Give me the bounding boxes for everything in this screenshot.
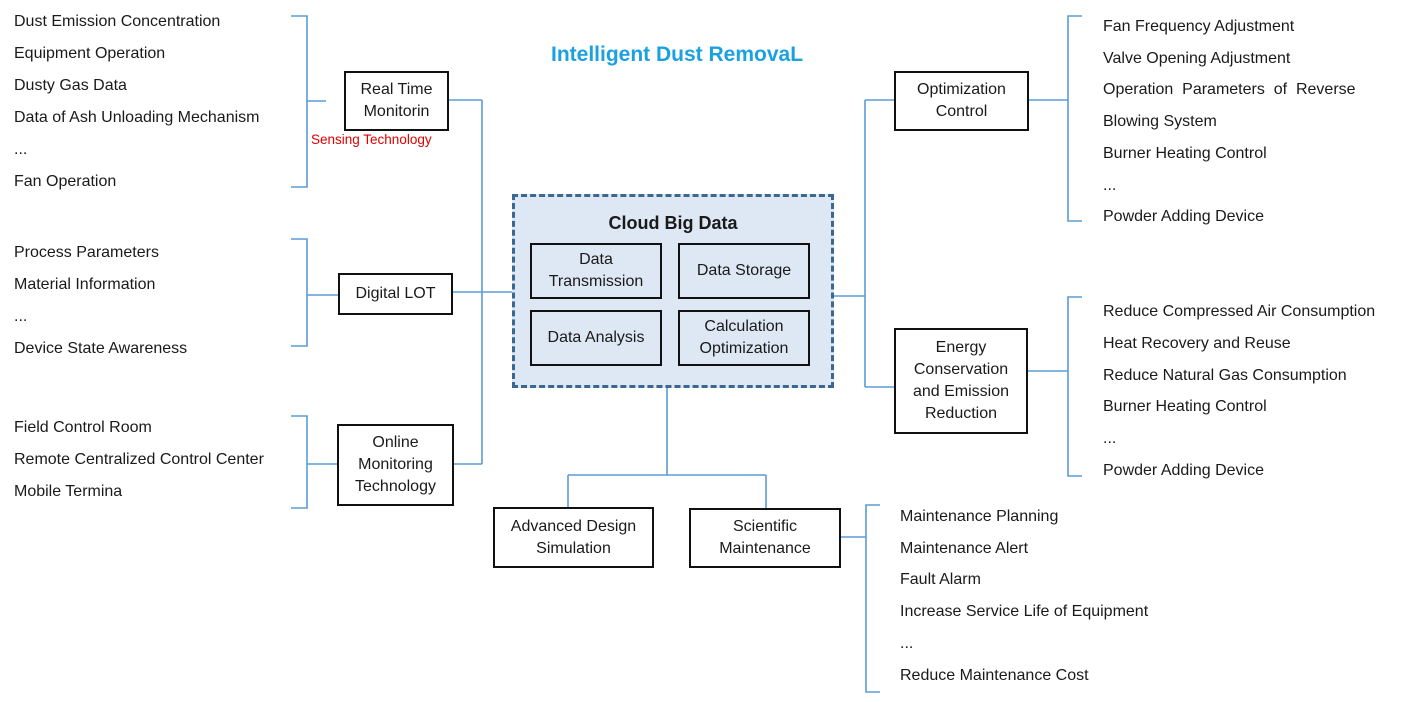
list-item: Burner Heating Control [1103,398,1267,416]
real-time-monitoring-box: Real Time Monitorin [344,71,449,131]
advanced-design-label: Advanced Design Simulation [510,517,637,557]
online-monitoring-label: Online Monitoring Technology [355,434,436,495]
list-item: Increase Service Life of Equipment [900,603,1149,621]
digital-lot-box: Digital LOT [338,273,453,315]
list-item: Maintenance Alert [900,539,1029,557]
module-calculation-optimization: Calculation Optimization [678,310,810,366]
list-item: Equipment Operation [14,45,166,62]
cloud-big-data-panel: Cloud Big Data Data Transmission Data St… [512,194,834,388]
module-label: Data Storage [696,262,792,279]
scientific-maintenance-label: Scientific Maintenance [719,518,811,557]
module-label: Data Analysis [547,329,645,346]
list-item: ... [1103,176,1117,194]
module-data-storage: Data Storage [678,243,810,299]
list-item: Powder Adding Device [1103,208,1264,226]
list-item: Heat Recovery and Reuse [1103,334,1291,352]
list-item: Reduce Compressed Air Consumption [1103,303,1376,320]
advanced-design-box: Advanced Design Simulation [493,507,654,568]
list-item: Blowing System [1103,113,1217,131]
list-item: ... [900,634,914,652]
energy-conservation-box: Energy Conservation and Emission Reducti… [894,328,1028,434]
list-item: Process Parameters [14,244,159,261]
digital-lot-label: Digital LOT [355,285,436,302]
list-item: Reduce Maintenance Cost [900,666,1089,684]
list-item: ... [14,141,28,158]
online-monitoring-box: Online Monitoring Technology [337,424,454,506]
list-item: ... [1103,430,1117,448]
list-item: Operation Parameters of Reverse [1103,81,1356,99]
sensing-technology-label: Sensing Technology [311,132,432,147]
list-item: Remote Centralized Control Center [14,451,264,468]
list-item: Dust Emission Concentration [14,13,221,30]
list-item: Mobile Termina [14,483,123,500]
list-item: Fan Frequency Adjustment [1103,18,1295,35]
list-item: Material Information [14,276,156,293]
list-item: Reduce Natural Gas Consumption [1103,366,1347,384]
module-label: Calculation Optimization [699,318,789,357]
list-item: Fan Operation [14,173,117,190]
cloud-title: Cloud Big Data [608,213,738,233]
list-item: Dusty Gas Data [14,77,127,94]
scientific-maintenance-box: Scientific Maintenance [689,508,841,568]
optimization-control-label: Optimization Control [917,81,1006,120]
real-time-monitoring-label: Real Time Monitorin [360,81,433,120]
energy-conservation-label: Energy Conservation and Emission Reducti… [912,339,1010,422]
list-item: Burner Heating Control [1103,144,1267,162]
list-item: Fault Alarm [900,571,981,589]
list-item: Field Control Room [14,419,152,436]
list-item: ... [14,308,28,325]
list-item: Valve Opening Adjustment [1103,49,1291,67]
list-item: Device State Awareness [14,340,188,357]
optimization-control-box: Optimization Control [894,71,1029,131]
list-item: Data of Ash Unloading Mechanism [14,109,260,126]
module-data-transmission: Data Transmission [530,243,662,299]
list-item: Powder Adding Device [1103,462,1264,479]
list-item: Maintenance Planning [900,508,1059,525]
module-data-analysis: Data Analysis [530,310,662,366]
module-label: Data Transmission [548,251,644,290]
diagram-title: Intelligent Dust RemovaL [551,43,804,66]
